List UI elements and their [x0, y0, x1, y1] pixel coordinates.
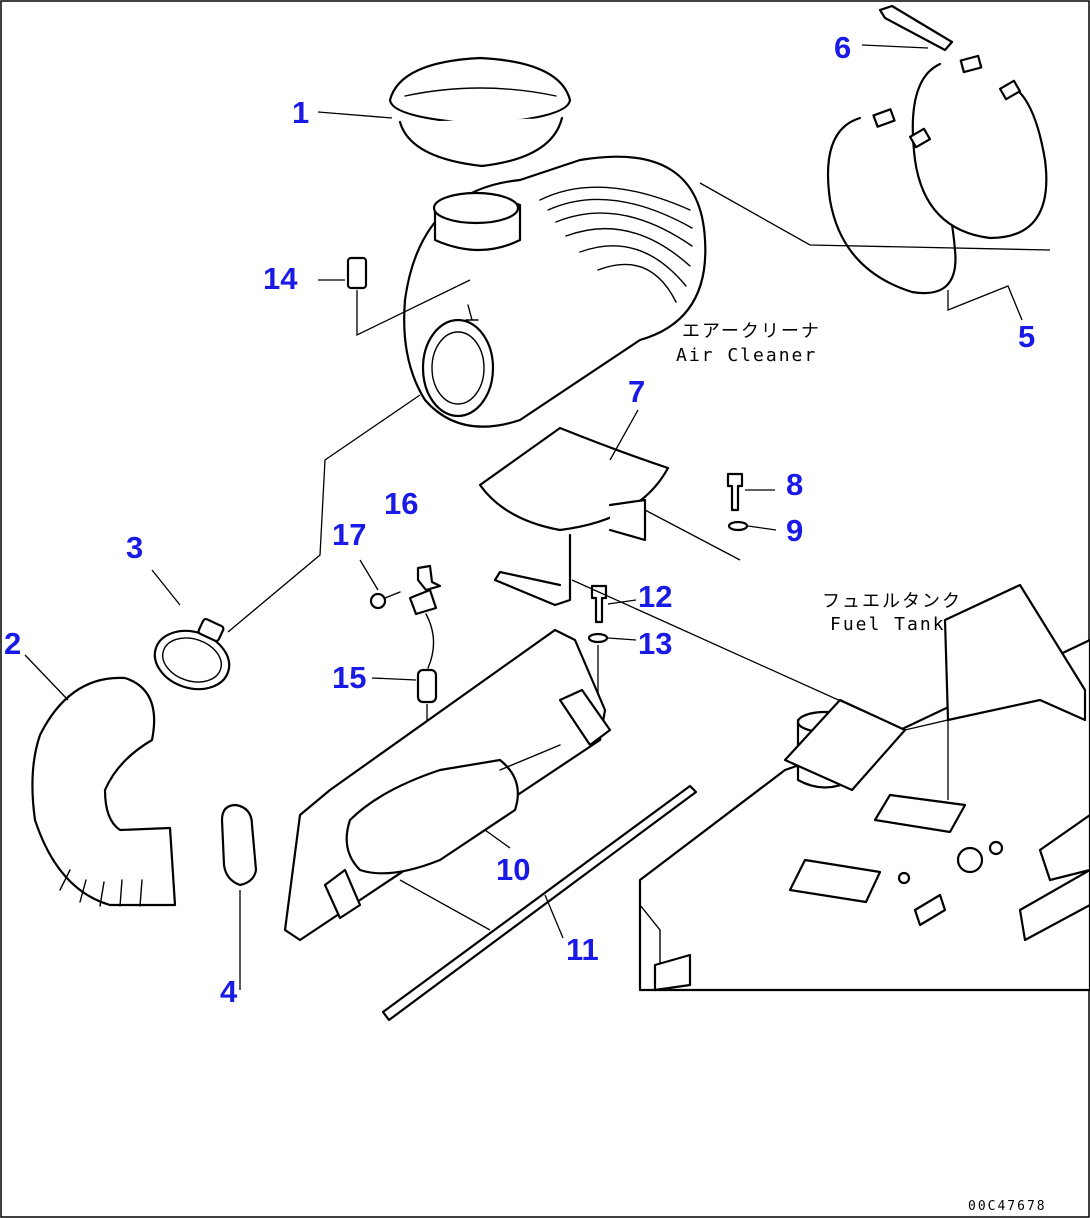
callout-11: 11	[566, 932, 599, 967]
callout-9: 9	[786, 513, 803, 548]
part-4-evacuator-valve	[220, 803, 258, 990]
part-11-rod	[381, 784, 698, 1022]
part-8-bolt	[726, 472, 775, 512]
leader-1	[317, 111, 393, 119]
part-17-screw	[359, 559, 401, 610]
air-cleaner-caption-ja: エアークリーナ	[682, 321, 821, 342]
callout-13: 13	[638, 626, 672, 661]
part-2-elbow-hose	[24, 654, 177, 907]
callout-14: 14	[263, 261, 298, 296]
callout-5: 5	[1018, 319, 1035, 354]
drawing-code: 00C47678	[968, 1199, 1047, 1214]
part-1-cleaner-cap	[388, 56, 572, 168]
fuel-tank	[571, 579, 1090, 992]
callout-17: 17	[332, 517, 366, 552]
callout-4: 4	[220, 974, 238, 1009]
callout-3: 3	[126, 530, 143, 565]
callout-1: 1	[292, 95, 309, 130]
callout-6: 6	[834, 30, 851, 65]
fuel-tank-caption-en: Fuel Tank	[830, 614, 946, 635]
callout-15: 15	[332, 660, 366, 695]
callout-16: 16	[384, 486, 418, 521]
callout-7: 7	[628, 374, 645, 409]
part-9-washer	[727, 520, 777, 532]
part-6-bolt	[861, 4, 954, 52]
part-10-precleaner	[283, 628, 612, 942]
part-16-clip	[416, 564, 442, 592]
part-3-hose-clamp	[151, 394, 421, 691]
fuel-tank-caption-ja: フュエルタンク	[822, 591, 962, 612]
callout-10: 10	[496, 852, 530, 887]
part-7-cover-bracket	[478, 409, 741, 607]
air-cleaner-caption-en: Air Cleaner	[676, 345, 817, 366]
part-14-indicator	[318, 256, 471, 337]
callout-8: 8	[786, 467, 803, 502]
callout-2: 2	[4, 626, 21, 661]
callout-12: 12	[638, 579, 672, 614]
air-cleaner-body	[403, 155, 707, 428]
part-5-mounting-bands	[699, 54, 1051, 321]
